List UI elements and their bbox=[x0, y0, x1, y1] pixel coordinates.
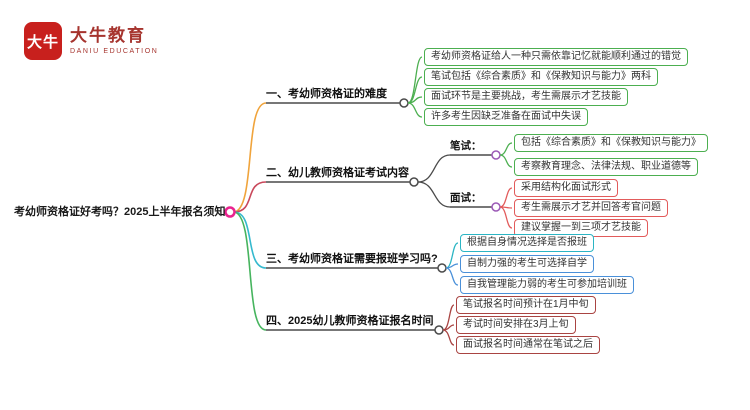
branch-1-leaf-line-1 bbox=[407, 56, 423, 104]
sub-written-circle bbox=[491, 150, 501, 160]
logo-text: 大牛教育 DANIU EDUCATION bbox=[70, 26, 159, 56]
leaf-difficulty-1: 考幼师资格证给人一种只需依靠记忆就能顺利通过的错觉 bbox=[424, 48, 688, 66]
written-leaf-line-1 bbox=[499, 142, 513, 156]
branch-2-sub-line-1 bbox=[417, 154, 451, 183]
branch-3-curve bbox=[233, 211, 267, 269]
center-node-dot bbox=[224, 206, 236, 218]
leaf-schedule-1: 笔试报名时间预计在1月中旬 bbox=[456, 296, 596, 314]
leaf-class-1: 根据自身情况选择是否报班 bbox=[460, 234, 594, 252]
branch-4-leaf-line-2 bbox=[442, 324, 455, 331]
logo: 大牛 大牛教育 DANIU EDUCATION bbox=[24, 22, 158, 60]
branch-3-leaf-line-3 bbox=[445, 267, 459, 286]
leaf-difficulty-4: 许多考生因缺乏准备在面试中失误 bbox=[424, 108, 588, 126]
written-leaf-line-2 bbox=[499, 154, 513, 168]
leaf-written-1: 包括《综合素质》和《保教知识与能力》 bbox=[514, 134, 708, 152]
center-topic: 考幼师资格证好考吗？2025上半年报名须知 bbox=[14, 206, 226, 218]
branch-4-leaf-line-1 bbox=[442, 304, 455, 331]
leaf-class-3: 自我管理能力弱的考生可参加培训班 bbox=[460, 276, 634, 294]
interview-leaf-line-3 bbox=[499, 206, 513, 229]
branch-1-node-circle bbox=[399, 98, 409, 108]
sub-interview-circle bbox=[491, 202, 501, 212]
branch-2-node-circle bbox=[409, 177, 419, 187]
branch-4-label: 四、2025幼儿教师资格证报名时间 bbox=[266, 315, 434, 327]
leaf-difficulty-3: 面试环节是主要挑战，考生需展示才艺技能 bbox=[424, 88, 628, 106]
logo-icon: 大牛 bbox=[24, 22, 62, 60]
logo-subtitle: DANIU EDUCATION bbox=[70, 48, 159, 55]
branch-1-label: 一、考幼师资格证的难度 bbox=[266, 88, 387, 100]
sub-written-label: 笔试： bbox=[450, 140, 482, 152]
logo-name: 大牛教育 bbox=[70, 26, 146, 45]
leaf-interview-2: 考生需展示才艺并回答考官问题 bbox=[514, 199, 668, 217]
branch-2-sub-line-2 bbox=[417, 181, 451, 208]
leaf-difficulty-2: 笔试包括《综合素质》和《保教知识与能力》两科 bbox=[424, 68, 658, 86]
leaf-interview-1: 采用结构化面试形式 bbox=[514, 179, 618, 197]
leaf-written-2: 考察教育理念、法律法规、职业道德等 bbox=[514, 158, 698, 176]
sub-interview-label: 面试： bbox=[450, 192, 482, 204]
leaf-class-2: 自制力强的考生可选择自学 bbox=[460, 255, 594, 273]
branch-2-curve bbox=[233, 181, 267, 213]
branch-1-leaf-line-4 bbox=[407, 102, 423, 118]
branch-3-leaf-line-2 bbox=[445, 263, 459, 269]
branch-3-label: 三、考幼师资格证需要报班学习吗? bbox=[266, 253, 438, 265]
branch-3-node-circle bbox=[437, 263, 447, 273]
branch-4-leaf-line-3 bbox=[442, 329, 455, 346]
branch-1-curve bbox=[233, 102, 267, 213]
interview-leaf-line-1 bbox=[499, 187, 513, 208]
branch-4-node-circle bbox=[434, 325, 444, 335]
leaf-schedule-2: 考试时间安排在3月上旬 bbox=[456, 316, 576, 334]
branch-4-curve bbox=[233, 211, 267, 331]
branch-2-label: 二、幼儿教师资格证考试内容 bbox=[266, 167, 409, 179]
leaf-schedule-3: 面试报名时间通常在笔试之后 bbox=[456, 336, 600, 354]
